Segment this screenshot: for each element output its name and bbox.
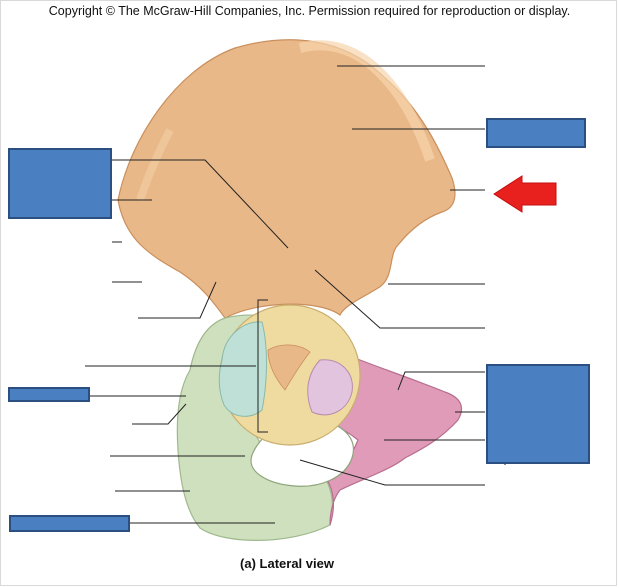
label-box-upper-right[interactable] [486,118,586,148]
iliac-crest-highlight [298,40,435,162]
ilium [117,39,456,319]
label-box-bottom-left[interactable] [9,515,130,532]
ilium-highlight [136,128,174,202]
copyright-notice: Copyright © The McGraw-Hill Companies, I… [48,4,571,18]
pubic-fossa [307,359,353,416]
acetabular-notch [267,344,311,391]
figure-caption: (a) Lateral view [240,556,334,571]
label-box-middle-left[interactable] [8,387,90,402]
acetabular-fossa [218,321,267,417]
red-arrow-icon [493,175,557,213]
label-box-upper-left[interactable] [8,148,112,219]
leader-lines [85,65,506,524]
label-box-lower-right[interactable] [486,364,590,464]
